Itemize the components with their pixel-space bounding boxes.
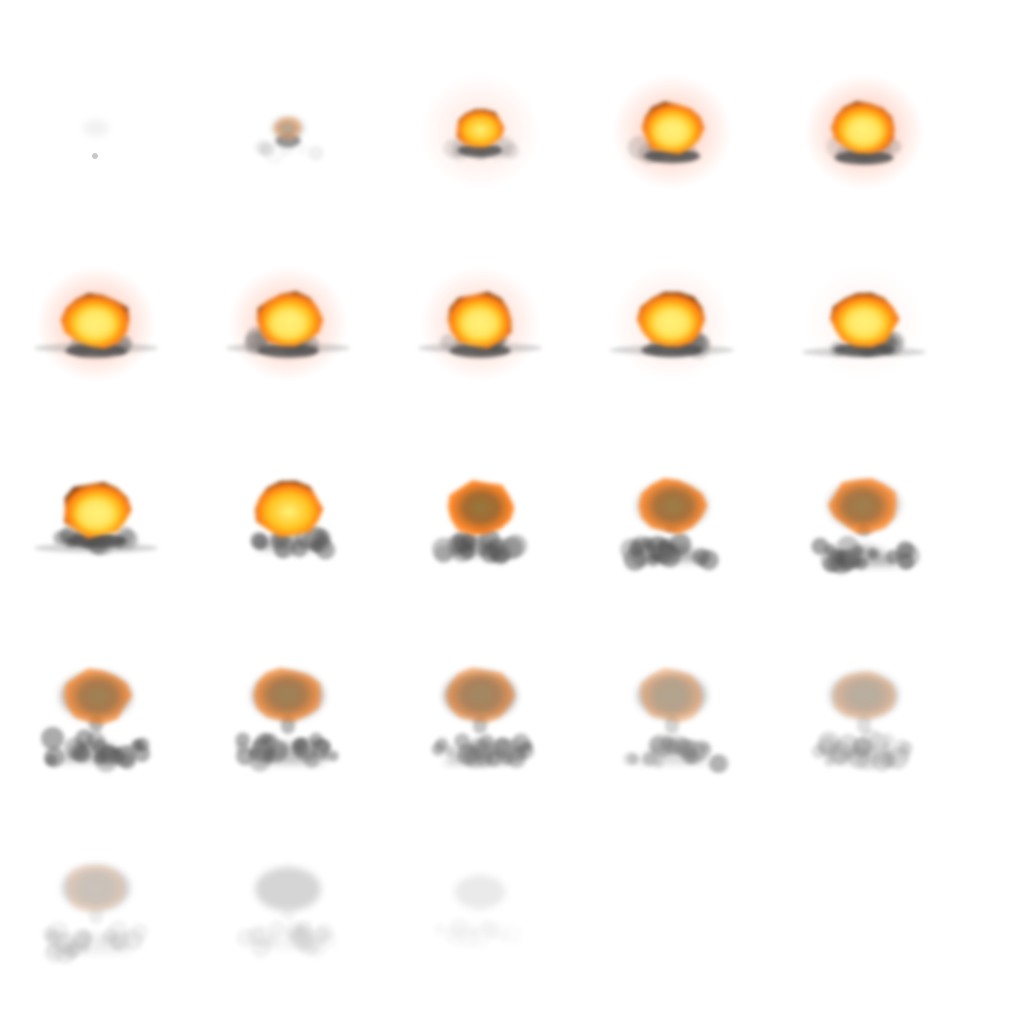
explosion-frame-16: [0, 618, 192, 810]
explosion-frame-23: [384, 810, 576, 1002]
explosion-frame-12: [192, 426, 384, 618]
explosion-frame-4: [576, 42, 768, 234]
explosion-frame-25: [768, 810, 960, 1002]
explosion-frame-11: [0, 426, 192, 618]
explosion-frame-20: [768, 618, 960, 810]
explosion-frame-9: [576, 234, 768, 426]
explosion-frame-1: [0, 42, 192, 234]
explosion-frame-17: [192, 618, 384, 810]
explosion-frame-5: [768, 42, 960, 234]
explosion-frame-8: [384, 234, 576, 426]
explosion-frame-21: [0, 810, 192, 1002]
explosion-frame-24: [576, 810, 768, 1002]
explosion-frame-6: [0, 234, 192, 426]
explosion-frame-13: [384, 426, 576, 618]
explosion-frame-22: [192, 810, 384, 1002]
explosion-frame-15: [768, 426, 960, 618]
explosion-frame-19: [576, 618, 768, 810]
explosion-frame-14: [576, 426, 768, 618]
explosion-frame-10: [768, 234, 960, 426]
explosion-frame-7: [192, 234, 384, 426]
explosion-frame-18: [384, 618, 576, 810]
explosion-frame-3: [384, 42, 576, 234]
explosion-frame-2: [192, 42, 384, 234]
